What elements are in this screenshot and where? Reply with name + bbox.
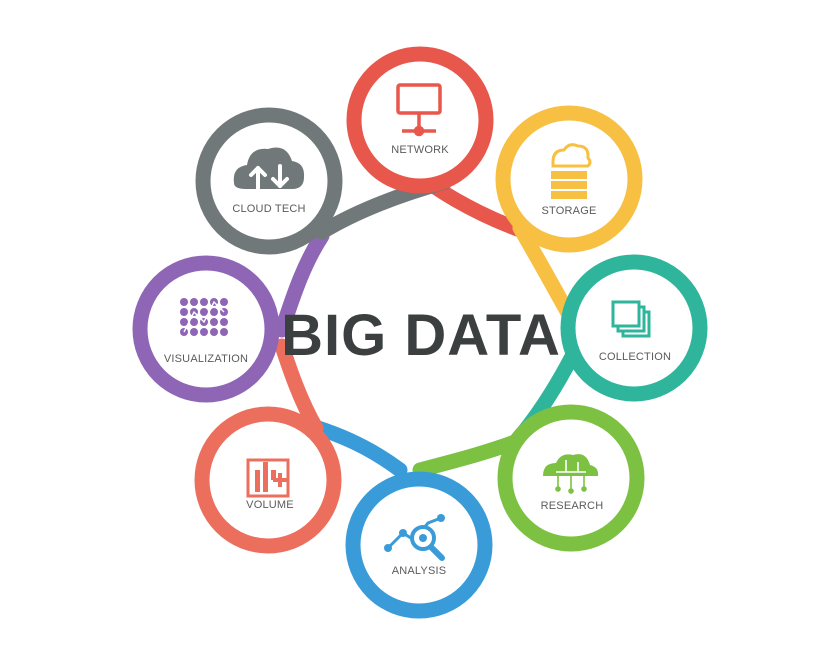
label-analysis: ANALYSIS xyxy=(392,565,447,577)
node-analysis: ANALYSIS xyxy=(345,471,493,619)
node-storage: STORAGE xyxy=(495,105,643,253)
visualization-icon xyxy=(180,298,228,336)
ribbon-volume xyxy=(274,338,324,436)
storage-icon xyxy=(551,143,592,199)
label-volume: VOLUME xyxy=(246,499,294,511)
node-collection: COLLECTION xyxy=(560,254,708,402)
ribbon-visualization xyxy=(274,228,330,338)
label-research: RESEARCH xyxy=(541,500,604,512)
label-cloud-tech: CLOUD TECH xyxy=(232,203,305,215)
analysis-icon xyxy=(384,514,445,561)
label-storage: STORAGE xyxy=(542,205,597,217)
node-volume: VOLUME xyxy=(194,406,342,554)
node-network: NETWORK xyxy=(346,46,494,194)
node-research: RESEARCH xyxy=(497,404,645,552)
node-visualization: VISUALIZATION xyxy=(132,255,280,403)
label-collection: COLLECTION xyxy=(599,351,671,363)
label-network: NETWORK xyxy=(391,144,449,156)
volume-icon xyxy=(246,458,290,498)
ribbon-analysis xyxy=(310,420,408,478)
center-title: BIG DATA xyxy=(281,303,561,368)
node-cloud-tech: CLOUD TECH xyxy=(195,107,343,255)
cloud-tech-icon xyxy=(233,147,305,190)
research-icon xyxy=(543,454,599,494)
label-visualization: VISUALIZATION xyxy=(164,353,248,365)
collection-icon xyxy=(611,300,651,338)
network-icon xyxy=(396,83,442,137)
